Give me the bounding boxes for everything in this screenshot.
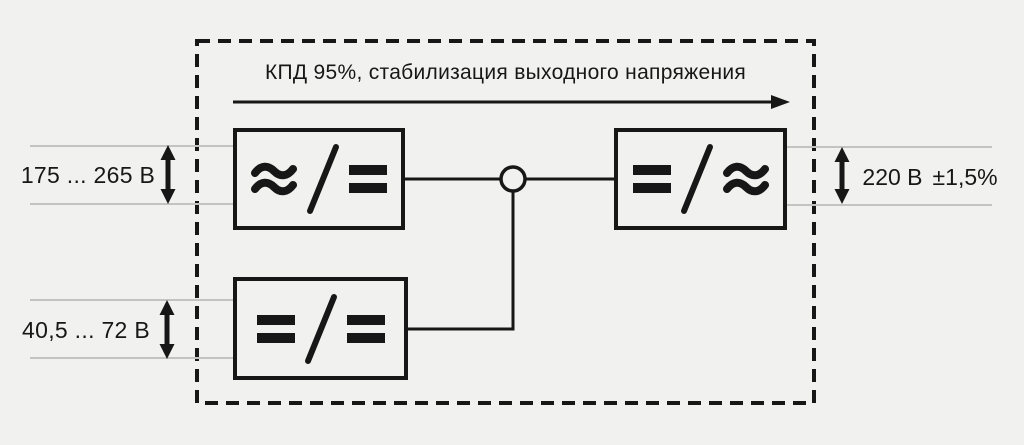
diagram-title: КПД 95%, стабилизация выходного напряжен… [264, 61, 747, 84]
output-range-arrow [834, 147, 850, 204]
dc-equals-icon [256, 314, 295, 343]
input2-range-arrow-head-down [159, 344, 175, 359]
output-range-arrow-head-down [834, 189, 850, 204]
dc-equals-icon [632, 165, 671, 193]
slash-icon [680, 144, 713, 214]
output-range-arrow-head-up [834, 147, 850, 162]
wire-dcdc-to-junction [407, 179, 515, 331]
input1-range-arrow-head-down [160, 189, 176, 204]
input1-voltage-label: 175 ... 265 В [20, 162, 156, 188]
input1-range-arrow-head-up [160, 145, 176, 160]
flow-direction-arrow [233, 95, 790, 109]
slash-icon [307, 144, 339, 214]
input2-range-arrow-head-up [159, 300, 175, 315]
converter-box-ac-dc [233, 128, 405, 230]
converter-box-dc-dc [233, 277, 408, 380]
converter-box-dc-ac [614, 128, 787, 230]
slash-icon [304, 293, 337, 364]
input2-range-arrow [159, 300, 175, 359]
input1-range-arrow [160, 145, 176, 204]
junction-node-circle [499, 165, 527, 193]
dc-equals-icon [346, 314, 385, 343]
dc-equals-icon [349, 165, 387, 193]
input2-voltage-label: 40,5 ... 72 В [22, 317, 150, 343]
ac-approx-icon [251, 162, 297, 196]
output-voltage-tolerance: ±1,5% [932, 164, 998, 190]
system-boundary-dashed-box [195, 39, 816, 405]
output-voltage-value: 220 В [862, 164, 923, 190]
output-voltage-label: 220 В ±1,5% [855, 163, 1005, 191]
ac-approx-icon [722, 162, 769, 196]
flow-arrow-head [771, 95, 790, 109]
